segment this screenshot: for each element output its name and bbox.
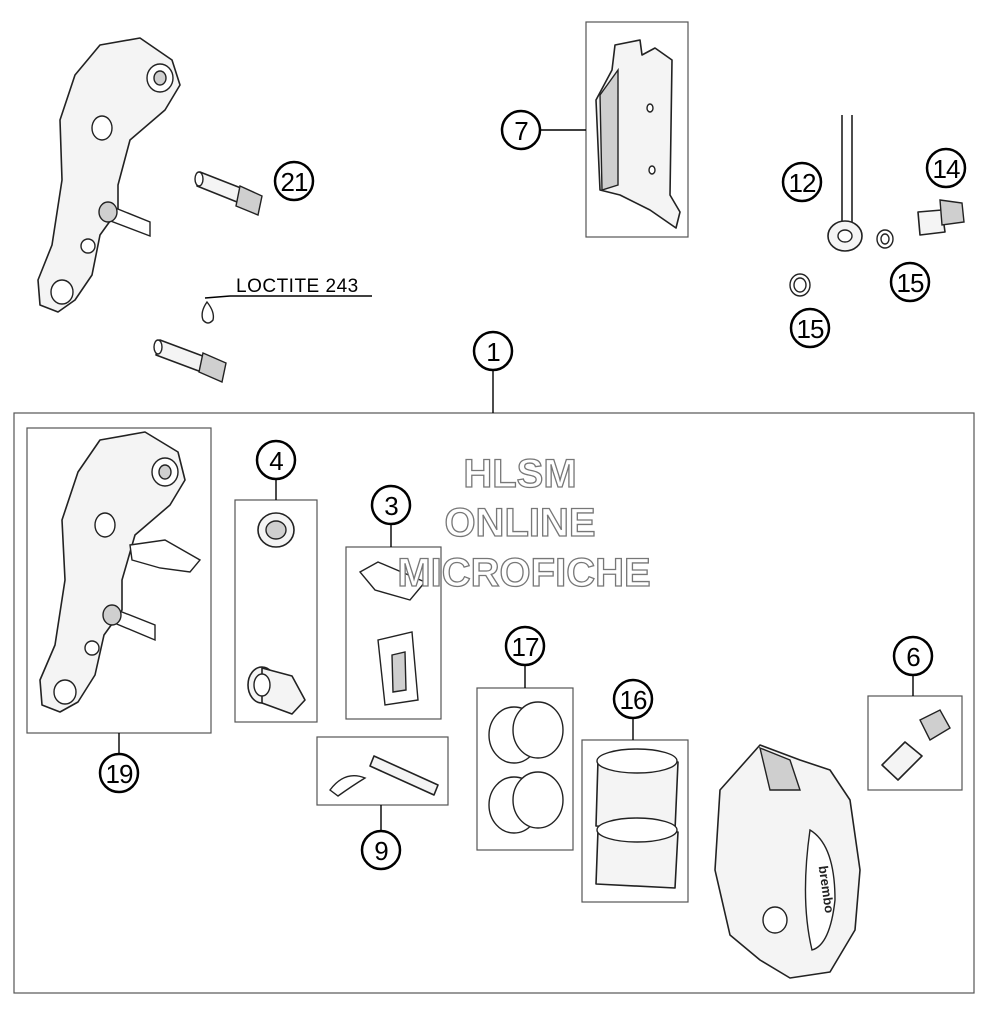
callout-15b: 15 <box>797 314 824 344</box>
loctite-note: LOCTITE 243 <box>236 276 359 297</box>
spring-box-3 <box>345 546 442 720</box>
callout-1: 1 <box>486 337 500 367</box>
watermark-line2: ONLINE <box>444 501 595 545</box>
caliper-support-bracket <box>37 37 181 313</box>
callout-17: 17 <box>512 632 539 662</box>
callout-12: 12 <box>789 168 816 198</box>
callout-3: 3 <box>384 491 398 521</box>
bleeder-valve <box>881 709 951 781</box>
callout-19: 19 <box>106 759 133 789</box>
banjo-fitting <box>789 115 965 297</box>
callout-16: 16 <box>620 685 647 715</box>
bleeder-box-6 <box>867 695 963 791</box>
seal-rings <box>488 701 564 834</box>
callout-4: 4 <box>269 446 283 476</box>
callout-21: 21 <box>281 167 308 197</box>
caliper-body: brembo <box>714 744 861 979</box>
pistons <box>595 748 679 889</box>
piston-box-16 <box>581 739 689 903</box>
loctite-bolt <box>153 300 227 383</box>
callout-9: 9 <box>374 836 388 866</box>
watermark-line1: HLSM <box>463 452 576 496</box>
callout-15a: 15 <box>897 268 924 298</box>
callout-7: 7 <box>514 116 528 146</box>
pin-and-clip <box>329 755 439 797</box>
pin-box-9 <box>316 736 449 806</box>
pad-spring <box>358 561 427 706</box>
bushings <box>247 512 306 715</box>
bracket-19 <box>39 431 202 713</box>
brake-pads <box>595 39 681 229</box>
watermark-line3: MICROFICHE <box>397 551 650 595</box>
caliper-brand-logo: brembo <box>816 865 837 914</box>
bolt-21 <box>194 171 263 216</box>
callout-14: 14 <box>933 154 960 184</box>
assembly-box <box>13 412 975 994</box>
callout-6: 6 <box>906 642 920 672</box>
